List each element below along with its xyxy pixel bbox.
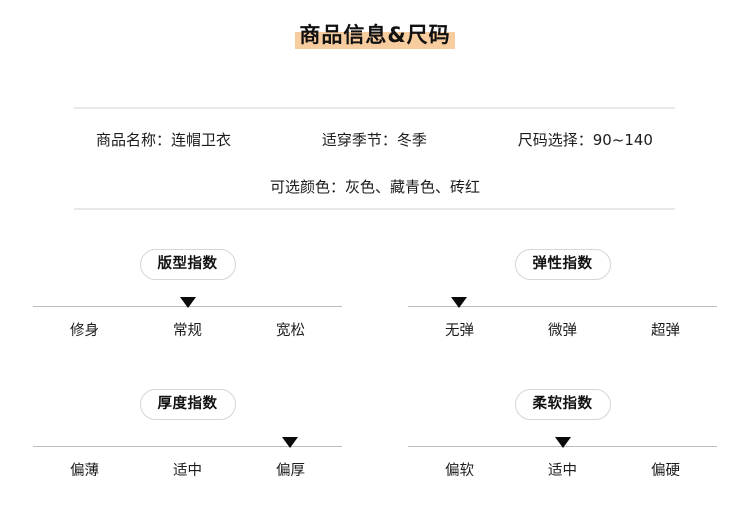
scale-line-elasticity bbox=[408, 297, 717, 308]
scale-label-fit-1: 常规 bbox=[173, 323, 202, 339]
index-scale-thickness: 偏薄 适中 偏厚 bbox=[33, 437, 342, 481]
divider-bottom bbox=[74, 208, 675, 210]
product-info-panel: 商品信息&尺码 商品名称：连帽卫衣 适穿季节：冬季 尺码选择：90~140 可选… bbox=[0, 20, 750, 479]
scale-marker-softness bbox=[554, 437, 571, 448]
index-badge-container-elasticity: 弹性指数 bbox=[375, 238, 750, 280]
scale-label-thickness-0: 偏薄 bbox=[70, 463, 99, 479]
attribute-season: 适穿季节：冬季 bbox=[321, 131, 427, 149]
index-widget-softness: 柔软指数 偏软 适中 偏硬 bbox=[375, 378, 750, 518]
scale-line-thickness bbox=[33, 437, 342, 448]
index-scale-elasticity: 无弹 微弹 超弹 bbox=[408, 297, 717, 341]
attribute-available-colors: 可选颜色：灰色、藏青色、砖红 bbox=[269, 178, 480, 196]
index-grid: 版型指数 修身 常规 宽松 弹性指数 bbox=[0, 238, 750, 518]
scale-label-softness-0: 偏软 bbox=[445, 463, 474, 479]
index-badge-softness: 柔软指数 bbox=[514, 389, 611, 420]
scale-marker-fit bbox=[179, 297, 196, 308]
index-badge-container-softness: 柔软指数 bbox=[375, 378, 750, 420]
scale-label-thickness-2: 偏厚 bbox=[276, 463, 305, 479]
product-attributes-row: 商品名称：连帽卫衣 适穿季节：冬季 尺码选择：90~140 bbox=[74, 128, 675, 152]
index-widget-fit: 版型指数 修身 常规 宽松 bbox=[0, 238, 375, 378]
divider-top bbox=[74, 107, 675, 109]
index-badge-container-fit: 版型指数 bbox=[0, 238, 375, 280]
scale-label-elasticity-1: 微弹 bbox=[548, 323, 577, 339]
scale-line-softness bbox=[408, 437, 717, 448]
index-scale-softness: 偏软 适中 偏硬 bbox=[408, 437, 717, 481]
scale-marker-thickness bbox=[282, 437, 299, 448]
page-title-container: 商品信息&尺码 bbox=[0, 20, 750, 50]
scale-labels-fit: 修身 常规 宽松 bbox=[33, 321, 342, 341]
scale-label-fit-2: 宽松 bbox=[276, 323, 305, 339]
scale-label-elasticity-2: 超弹 bbox=[651, 323, 680, 339]
scale-label-thickness-1: 适中 bbox=[173, 463, 202, 479]
title-highlight-band bbox=[295, 32, 455, 49]
scale-label-softness-2: 偏硬 bbox=[651, 463, 680, 479]
scale-labels-thickness: 偏薄 适中 偏厚 bbox=[33, 461, 342, 481]
scale-label-softness-1: 适中 bbox=[548, 463, 577, 479]
attribute-size-range: 尺码选择：90~140 bbox=[517, 131, 653, 149]
scale-labels-softness: 偏软 适中 偏硬 bbox=[408, 461, 717, 481]
index-widget-thickness: 厚度指数 偏薄 适中 偏厚 bbox=[0, 378, 375, 518]
index-badge-thickness: 厚度指数 bbox=[139, 389, 236, 420]
attribute-product-name: 商品名称：连帽卫衣 bbox=[96, 131, 232, 149]
scale-label-fit-0: 修身 bbox=[70, 323, 99, 339]
scale-line-fit bbox=[33, 297, 342, 308]
scale-label-elasticity-0: 无弹 bbox=[445, 323, 474, 339]
scale-marker-elasticity bbox=[451, 297, 468, 308]
index-scale-fit: 修身 常规 宽松 bbox=[33, 297, 342, 341]
scale-labels-elasticity: 无弹 微弹 超弹 bbox=[408, 321, 717, 341]
index-badge-elasticity: 弹性指数 bbox=[514, 249, 611, 280]
index-badge-container-thickness: 厚度指数 bbox=[0, 378, 375, 420]
index-widget-elasticity: 弹性指数 无弹 微弹 超弹 bbox=[375, 238, 750, 378]
index-badge-fit: 版型指数 bbox=[139, 249, 236, 280]
page-title: 商品信息&尺码 bbox=[295, 20, 455, 50]
page-title-text: 商品信息&尺码 bbox=[299, 23, 451, 47]
